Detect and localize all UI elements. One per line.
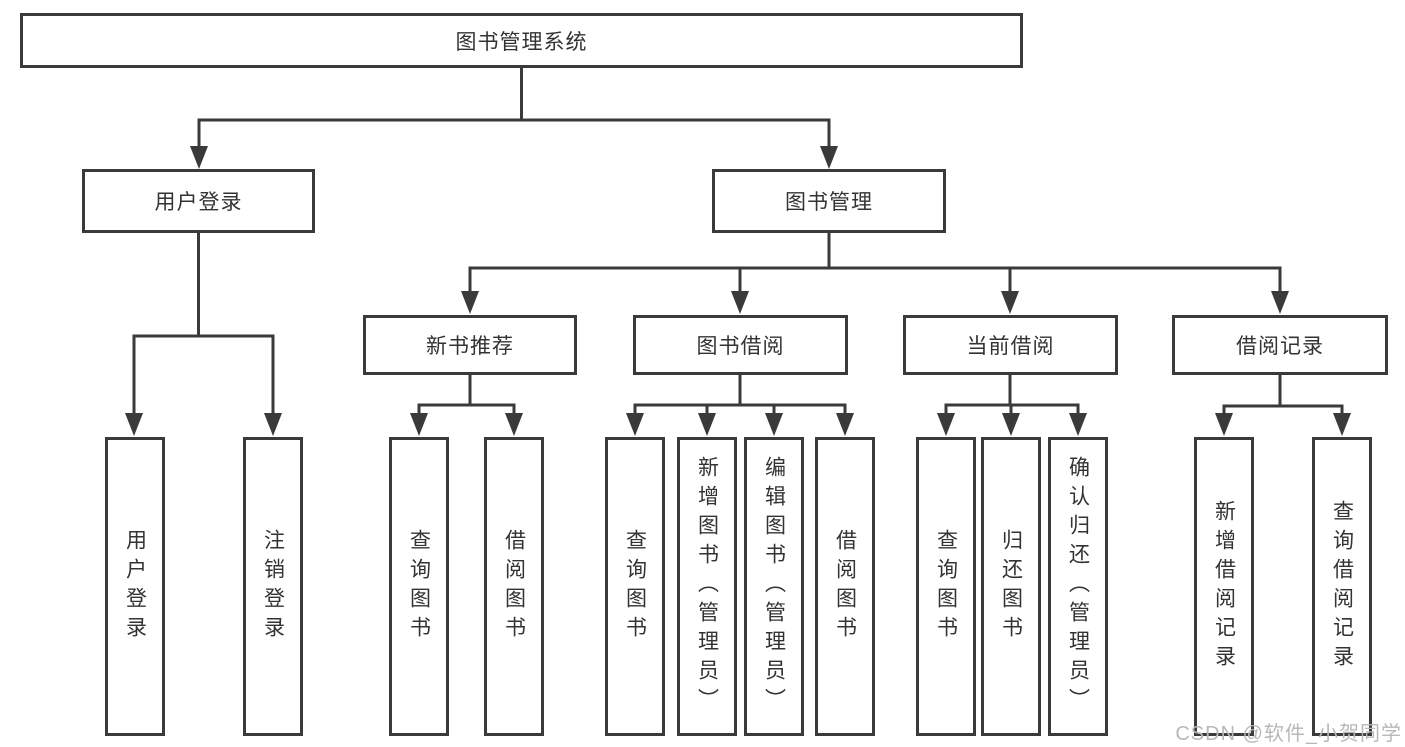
leaf-logout: 注销登录 [243, 437, 303, 736]
node-label: 新增图书（管理员） [695, 456, 719, 717]
node-label: 查询图书 [934, 528, 958, 645]
node-label: 确认归还（管理员） [1066, 456, 1090, 717]
node-book-borrow: 图书借阅 [633, 315, 848, 375]
leaf-confirm-return-admin: 确认归还（管理员） [1048, 437, 1108, 736]
node-label: 查询图书 [623, 528, 647, 645]
leaf-borrow-books-recommend: 借阅图书 [484, 437, 544, 736]
node-label: 用户登录 [123, 528, 147, 645]
node-label: 新增借阅记录 [1212, 499, 1236, 674]
node-label: 图书借阅 [696, 335, 785, 358]
csdn-watermark: CSDN @软件_小贺同学 [1175, 723, 1402, 745]
leaf-edit-book-admin: 编辑图书（管理员） [744, 437, 804, 736]
leaf-query-books-recommend: 查询图书 [389, 437, 449, 736]
node-label: 查询借阅记录 [1330, 499, 1354, 674]
node-current-borrow: 当前借阅 [903, 315, 1118, 375]
node-borrow-records: 借阅记录 [1172, 315, 1388, 375]
leaf-add-borrow-record: 新增借阅记录 [1194, 437, 1254, 736]
leaf-query-books-current: 查询图书 [916, 437, 976, 736]
node-label: 借阅记录 [1236, 335, 1324, 358]
node-label: 当前借阅 [966, 335, 1055, 358]
node-label: 图书管理系统 [455, 30, 588, 54]
leaf-borrow-books: 借阅图书 [815, 437, 875, 736]
leaf-return-books: 归还图书 [981, 437, 1041, 736]
node-label: 用户登录 [154, 191, 243, 214]
leaf-query-borrow-record: 查询借阅记录 [1312, 437, 1372, 736]
node-label: 注销登录 [261, 528, 285, 645]
node-label: 查询图书 [407, 528, 431, 645]
node-book-management-branch: 图书管理 [712, 169, 946, 233]
node-label: 图书管理 [785, 191, 873, 214]
node-label: 归还图书 [999, 528, 1023, 645]
node-user-login-branch: 用户登录 [82, 169, 315, 233]
leaf-add-book-admin: 新增图书（管理员） [677, 437, 737, 736]
node-label: 借阅图书 [502, 528, 526, 645]
node-label: 借阅图书 [833, 528, 857, 645]
node-label: 编辑图书（管理员） [762, 456, 786, 717]
node-library-system-root: 图书管理系统 [20, 13, 1023, 68]
node-label: 新书推荐 [426, 335, 514, 358]
leaf-user-login: 用户登录 [105, 437, 165, 736]
leaf-query-books-borrow: 查询图书 [605, 437, 665, 736]
node-new-book-recommend: 新书推荐 [363, 315, 577, 375]
